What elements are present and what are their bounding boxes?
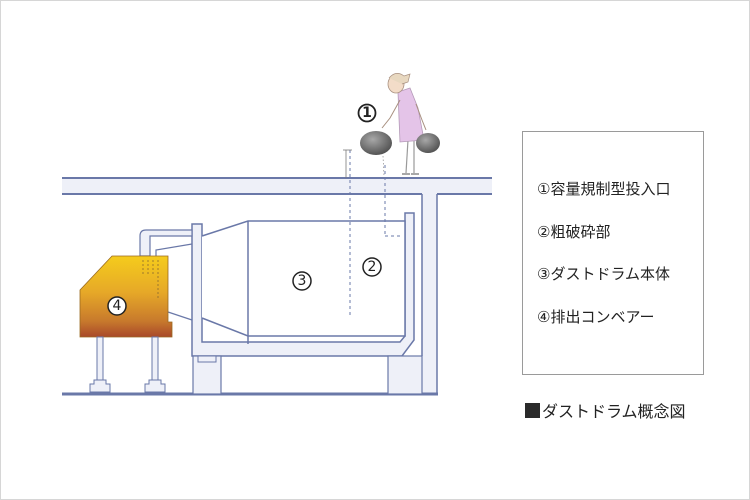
svg-text:4: 4 <box>113 298 122 314</box>
svg-text:1: 1 <box>362 105 372 121</box>
diagram-caption: ダストドラム概念図 <box>525 398 686 422</box>
legend-item-drum-body: ③ダストドラム本体 <box>537 263 670 284</box>
legend-label: 容量規制型投入口 <box>550 180 671 198</box>
legend-marker: ③ <box>537 265 551 283</box>
callout-1: 1 <box>357 103 377 123</box>
drum-cradle <box>191 212 423 395</box>
callout-2: 2 <box>362 257 382 277</box>
legend-marker: ① <box>537 180 551 198</box>
svg-text:3: 3 <box>298 273 307 289</box>
legend-box: ①容量規制型投入口 ②粗破砕部 ③ダストドラム本体 ④排出コンベアー <box>522 131 704 375</box>
rock-icon <box>416 133 440 153</box>
legend-label: ダストドラム本体 <box>550 265 671 283</box>
rock-icon <box>360 131 392 155</box>
discharge-conveyor <box>79 255 173 393</box>
callout-4: 4 <box>107 296 127 316</box>
legend-label: 排出コンベアー <box>550 308 655 326</box>
right-wall <box>421 194 438 394</box>
legend-marker: ④ <box>537 308 551 326</box>
legend-marker: ② <box>537 223 551 241</box>
upper-floor-slab <box>62 177 492 195</box>
svg-text:2: 2 <box>368 259 377 275</box>
legend-item-inlet: ①容量規制型投入口 <box>537 178 670 199</box>
worker-figure <box>360 73 440 177</box>
legend-label: 粗破砕部 <box>550 223 611 241</box>
inlet-marker <box>343 149 352 178</box>
callout-3: 3 <box>292 271 312 291</box>
legend-item-conveyor: ④排出コンベアー <box>537 306 655 327</box>
legend-item-crusher: ②粗破砕部 <box>537 221 610 242</box>
crusher-dashed-lines <box>349 150 401 315</box>
discharge-chute <box>139 229 193 321</box>
caption-text: ダストドラム概念図 <box>542 402 686 421</box>
square-bullet-icon <box>525 402 540 418</box>
